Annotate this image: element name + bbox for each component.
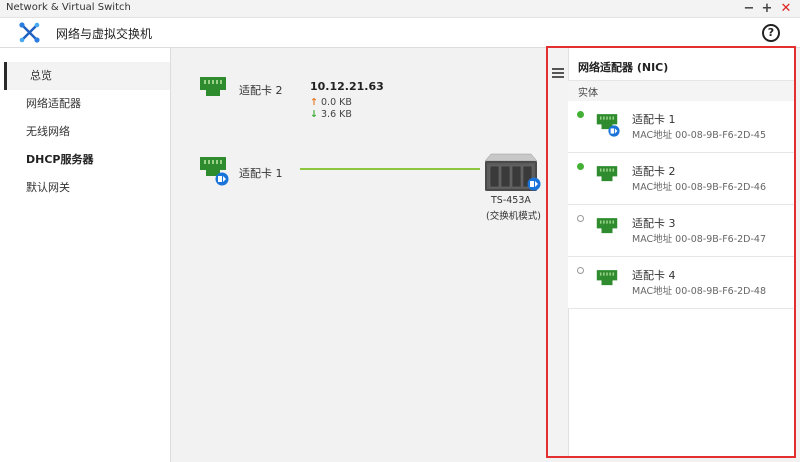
- nic-mac-address: MAC地址 00-08-9B-F6-2D-47: [632, 234, 767, 245]
- adapter1-label: 适配卡 1: [239, 167, 283, 180]
- sidebar: 总览 网络适配器 无线网络 DHCP服务器 默认网关: [0, 48, 171, 462]
- ethernet-port-icon: [596, 218, 618, 234]
- ethernet-port-icon: [596, 270, 618, 286]
- nic-list-item[interactable]: 适配卡 3 MAC地址 00-08-9B-F6-2D-47: [568, 205, 794, 257]
- sidebar-item-wireless[interactable]: 无线网络: [26, 125, 70, 138]
- upload-value: 0.0 KB: [321, 97, 352, 108]
- nic-list-item[interactable]: 适配卡 4 MAC地址 00-08-9B-F6-2D-48: [568, 257, 794, 309]
- sidebar-item-default-gateway[interactable]: 默认网关: [26, 181, 70, 194]
- switch-name: TS-453A: [491, 195, 531, 206]
- nic-list-item[interactable]: 适配卡 2 MAC地址 00-08-9B-F6-2D-46: [568, 153, 794, 205]
- panel-collapse-tab: [548, 48, 569, 456]
- adapter2-download: ↓ 3.6 KB: [310, 109, 352, 120]
- ethernet-port-icon: [596, 166, 618, 182]
- help-button[interactable]: ?: [762, 24, 780, 42]
- section-physical-label: 实体: [578, 88, 598, 99]
- window-title: Network & Virtual Switch: [6, 2, 131, 13]
- adapter2-label: 适配卡 2: [239, 84, 283, 97]
- minimize-button[interactable]: −: [743, 1, 755, 16]
- sidebar-item-network-adapters[interactable]: 网络适配器: [26, 97, 81, 110]
- nic-panel: 网络适配器 (NIC) 实体 适配卡 1 MAC地址 00-08-9B-F6-2…: [546, 46, 796, 458]
- nic-name: 适配卡 4: [632, 269, 676, 282]
- upload-arrow-icon: ↑: [310, 97, 318, 108]
- nic-mac-address: MAC地址 00-08-9B-F6-2D-45: [632, 130, 767, 141]
- ethernet-port-icon: [596, 114, 618, 130]
- maximize-button[interactable]: +: [761, 1, 773, 16]
- app-title: 网络与虚拟交换机: [56, 27, 153, 41]
- nas-switch-device-icon[interactable]: [481, 151, 541, 193]
- status-dot-disconnected-icon: [577, 215, 584, 222]
- network-link-line: [300, 168, 480, 170]
- virtual-switch-badge-icon: [608, 125, 620, 137]
- sidebar-item-overview[interactable]: 总览: [4, 62, 170, 90]
- sidebar-item-dhcp-server[interactable]: DHCP服务器: [26, 153, 94, 166]
- adapter2-ip: 10.12.21.63: [310, 80, 384, 93]
- hamburger-menu-icon[interactable]: [552, 68, 564, 80]
- switch-mode: (交换机模式): [486, 211, 541, 222]
- network-switch-logo-icon: [19, 22, 40, 43]
- panel-section-header: 实体: [568, 80, 794, 102]
- app-header: 网络与虚拟交换机 ?: [0, 18, 800, 48]
- nic-list-item[interactable]: 适配卡 1 MAC地址 00-08-9B-F6-2D-45: [568, 101, 794, 153]
- status-dot-connected-icon: [577, 163, 584, 170]
- download-arrow-icon: ↓: [310, 109, 318, 120]
- status-dot-disconnected-icon: [577, 267, 584, 274]
- nic-mac-address: MAC地址 00-08-9B-F6-2D-48: [632, 286, 767, 297]
- virtual-switch-badge-icon: [215, 172, 229, 186]
- ethernet-port-icon[interactable]: [199, 76, 227, 98]
- nic-name: 适配卡 2: [632, 165, 676, 178]
- virtual-switch-badge-icon: [527, 177, 541, 191]
- close-button[interactable]: ✕: [780, 1, 792, 16]
- nic-name: 适配卡 3: [632, 217, 676, 230]
- adapter2-upload: ↑ 0.0 KB: [310, 97, 352, 108]
- nic-mac-address: MAC地址 00-08-9B-F6-2D-46: [632, 182, 767, 193]
- panel-title: 网络适配器 (NIC): [578, 61, 669, 74]
- download-value: 3.6 KB: [321, 109, 352, 120]
- status-dot-connected-icon: [577, 111, 584, 118]
- window-titlebar: Network & Virtual Switch − + ✕: [0, 0, 800, 18]
- nic-name: 适配卡 1: [632, 113, 676, 126]
- ethernet-port-icon[interactable]: [199, 156, 227, 178]
